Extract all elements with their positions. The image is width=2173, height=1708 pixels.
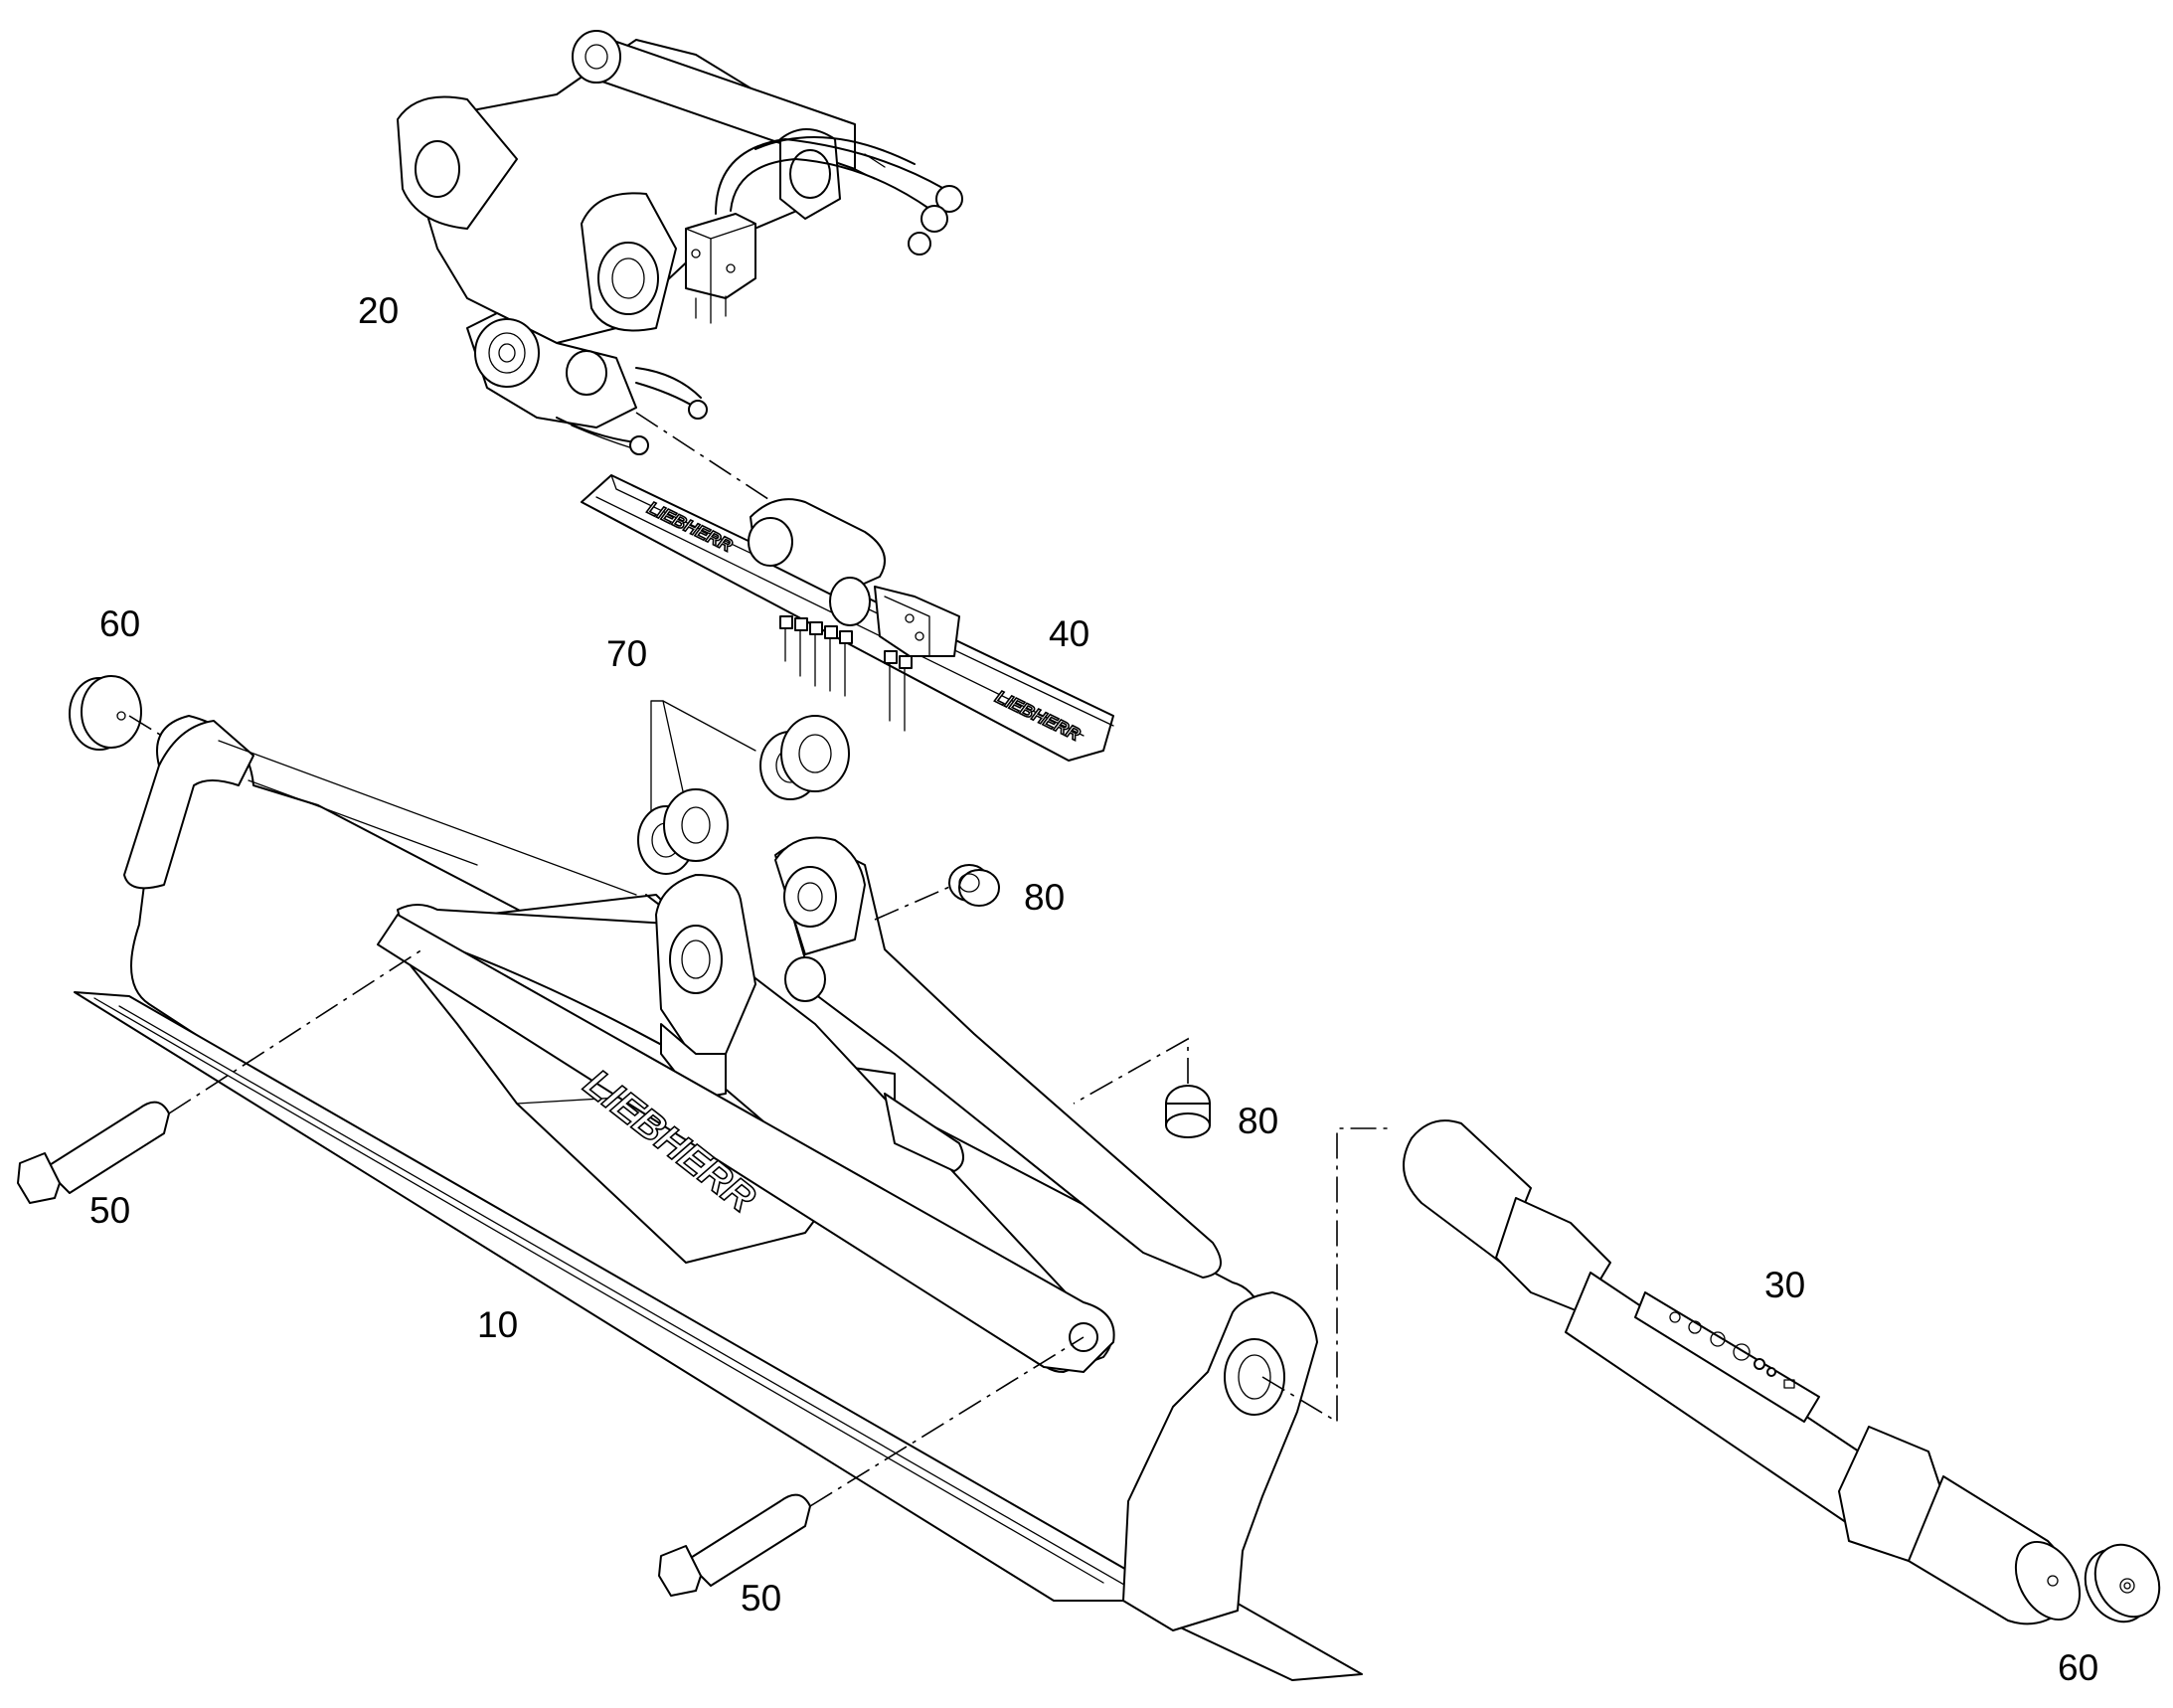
leader-50-left [168,948,423,1114]
bolt-group [779,615,913,732]
part-70-bushings [637,700,850,875]
part-80-lower-bushing [1165,1085,1211,1138]
callout-80-upper: 80 [1024,877,1065,918]
callout-60-right: 60 [2058,1647,2098,1688]
part-60-right-cap [2084,1543,2161,1623]
callout-10: 10 [477,1304,518,1345]
leader-30 [1261,1127,1392,1424]
part-50-left-bolt [17,1101,170,1204]
part-30-shaft [1403,1119,2082,1625]
callout-60-left: 60 [99,603,140,644]
callout-50-left: 50 [89,1190,130,1231]
callout-50-right: 50 [741,1578,781,1619]
part-10-bucket: LIEBHERR [74,715,1363,1681]
leader-80-lower [1073,1037,1189,1105]
leader-20-to-40 [635,412,781,508]
part-40-upper-bar: LIEBHERR LIEBHERR [581,474,1114,762]
leader-50-right [809,1336,1085,1507]
callout-80-lower: 80 [1238,1101,1278,1141]
callout-70: 70 [606,633,647,674]
part-80-upper-bushing [948,864,1000,907]
part-20-quick-coupler [397,30,963,455]
callout-20: 20 [358,290,399,331]
leader-80-upper [874,884,955,921]
callout-labels: 10 20 30 40 50 50 60 60 70 80 80 [89,290,2098,1688]
callout-40: 40 [1049,613,1089,654]
callout-30: 30 [1764,1265,1805,1305]
part-50-right-bolt [658,1493,811,1597]
part-60-left-cap [69,675,142,751]
